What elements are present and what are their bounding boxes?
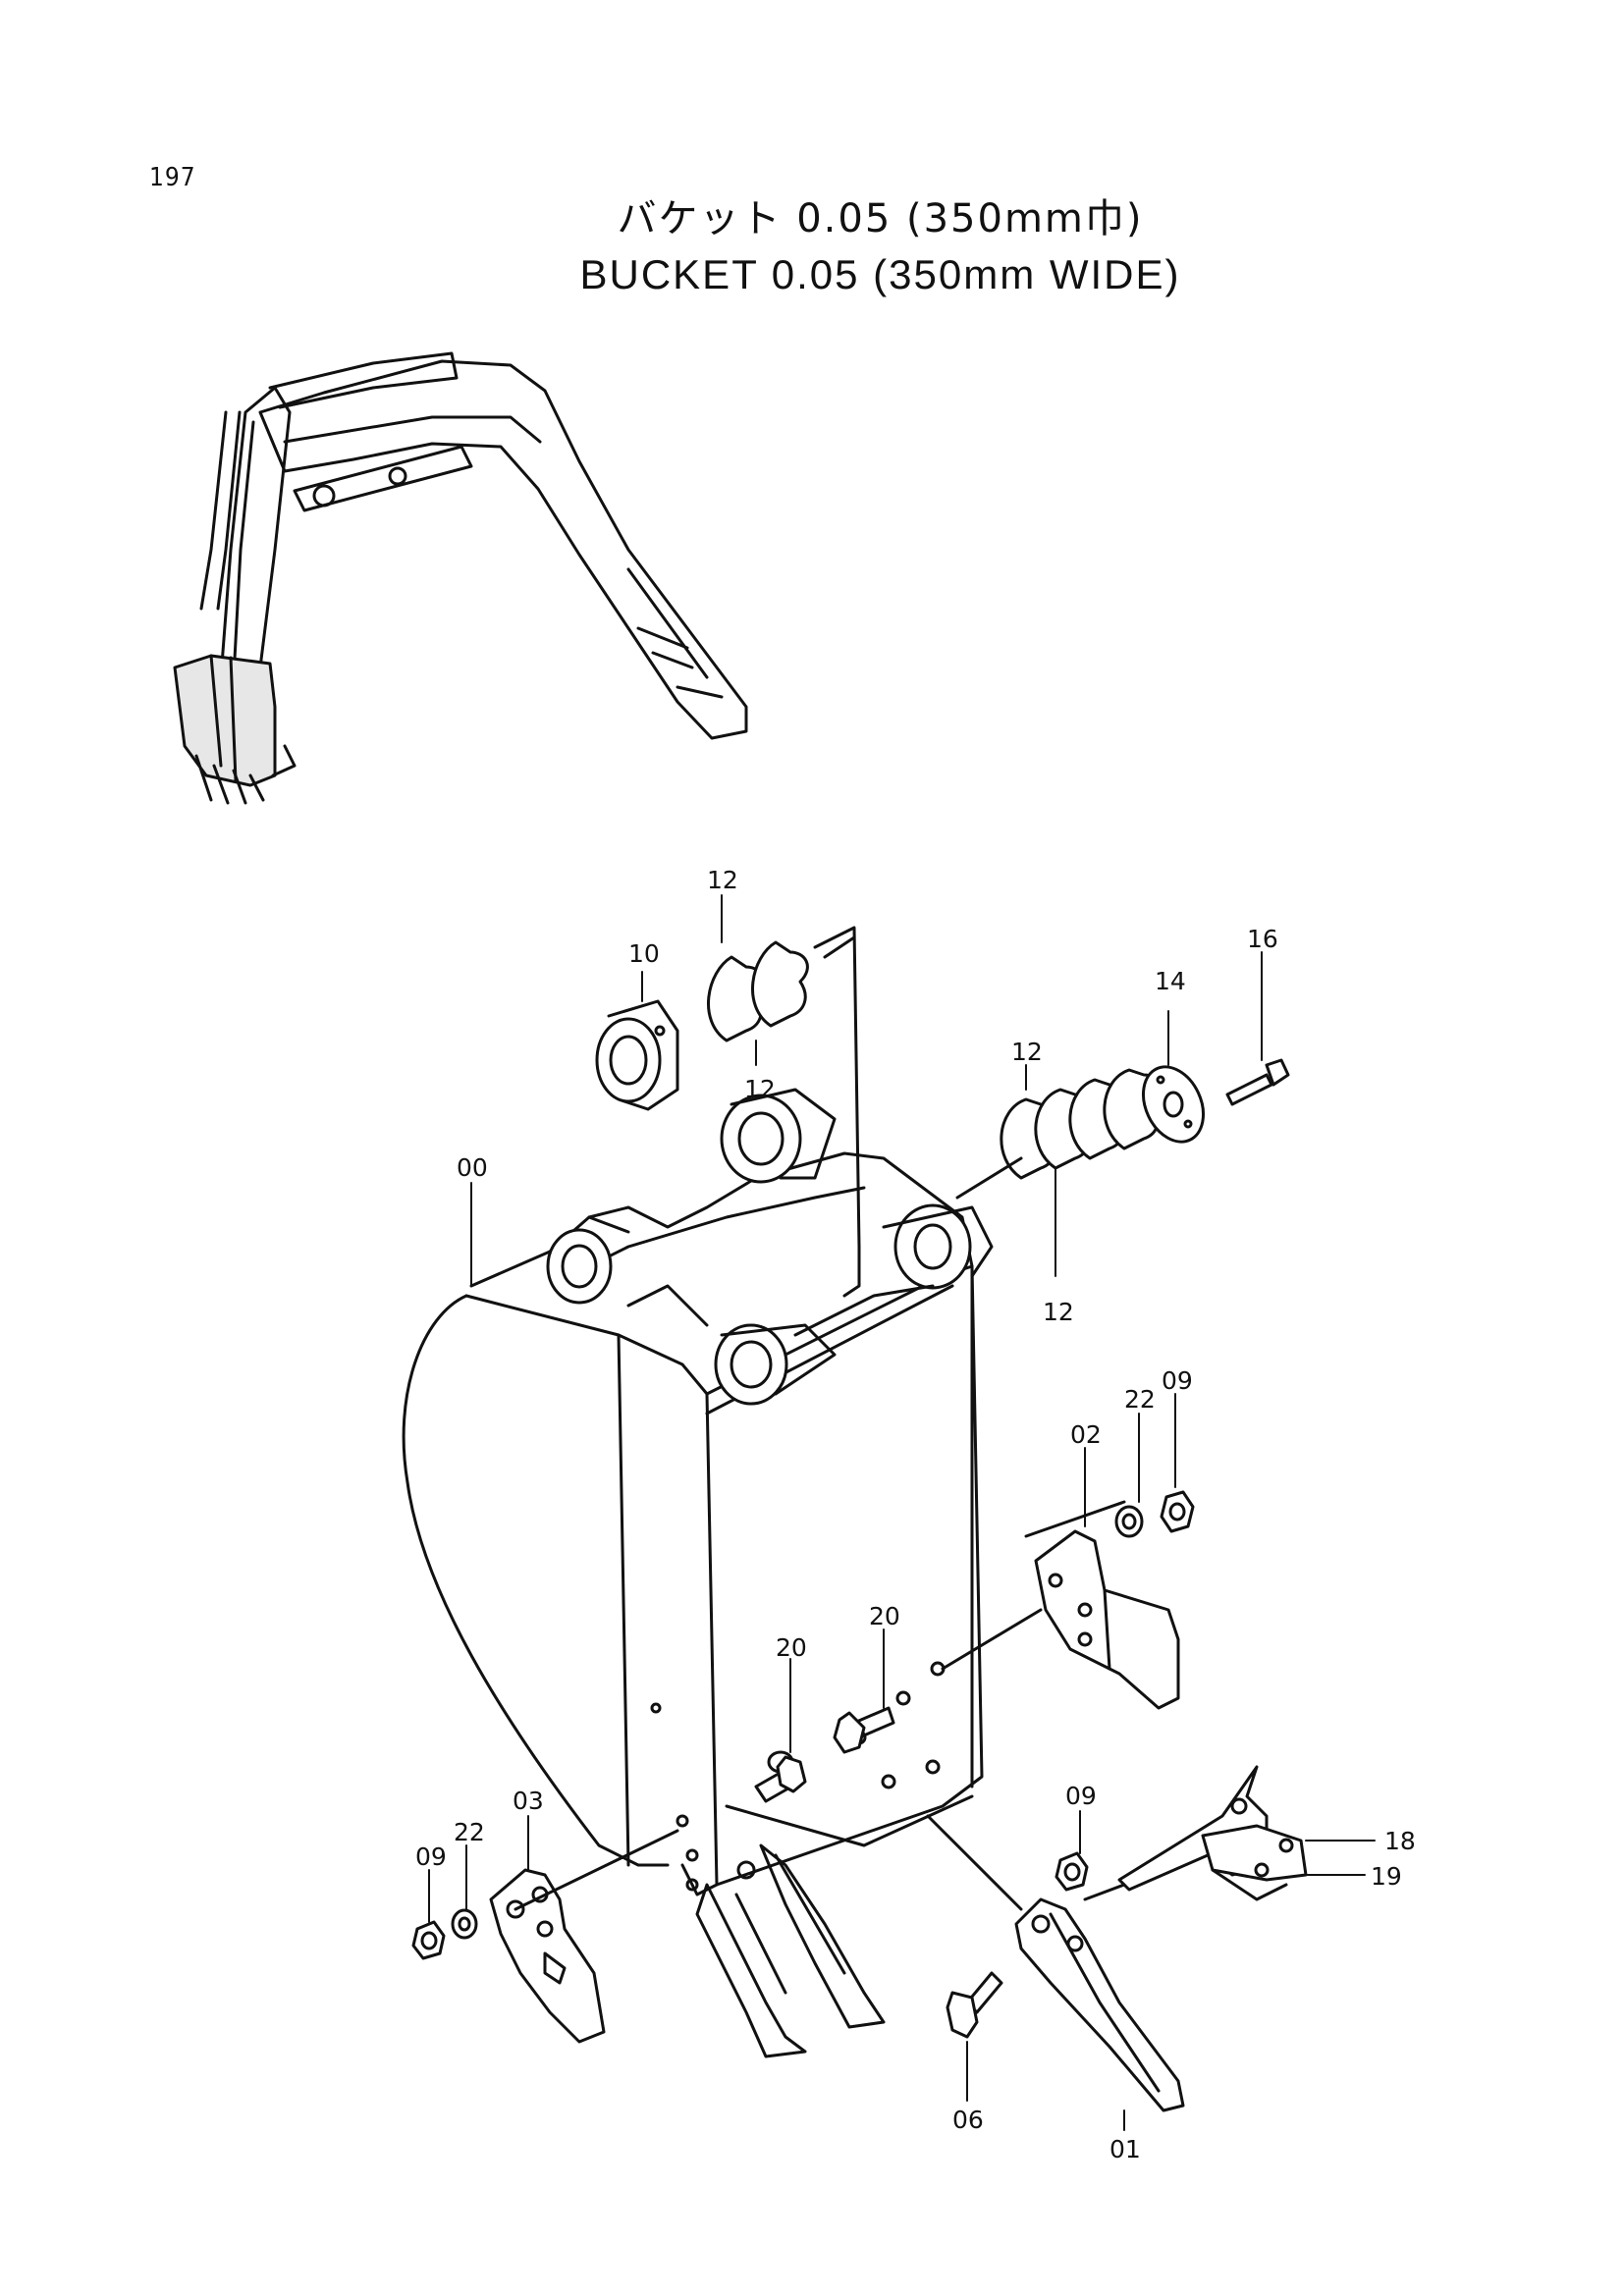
callout-10: 10 [628,939,660,968]
part-22-washer-right [1114,1505,1144,1538]
callout-20-upper: 20 [869,1602,900,1630]
callout-18: 18 [1384,1827,1416,1855]
page-number: 197 [149,163,196,192]
callout-00: 00 [457,1153,488,1182]
callout-09-left: 09 [415,1842,447,1871]
part-14-plate [1142,1065,1205,1144]
callout-labels: 00 10 12 12 12 12 14 16 02 22 09 20 20 0… [415,866,1416,2163]
part-09-nut-tooth [1055,1851,1089,1892]
part-02-side-cutter [1034,1529,1180,1710]
part-12-shims-upper [707,940,809,1042]
part-06-pin [946,1971,1003,2039]
title-japanese: バケット 0.05 (350mm巾) [617,196,1144,241]
callout-22-right: 22 [1124,1385,1156,1414]
part-09-nut-left [411,1920,446,1960]
callout-12-mid: 12 [744,1075,776,1103]
title-english: BUCKET 0.05 (350mm WIDE) [579,251,1181,297]
callout-09-tooth: 09 [1065,1782,1097,1810]
callout-06: 06 [952,2106,984,2134]
part-20-bolt-upper [833,1706,895,1754]
part-01-tooth [1014,1897,1185,2112]
callout-09-right: 09 [1162,1366,1193,1395]
excavator-arm-overview [173,351,748,805]
bucket-teeth [695,1750,886,2058]
part-09-nut-right [1160,1490,1195,1533]
part-10-bushing [595,999,679,1111]
callout-14: 14 [1155,967,1186,995]
callout-12-top: 12 [707,866,738,894]
bucket-body [402,1088,994,1896]
callout-12-lower: 12 [1043,1298,1074,1326]
callout-19: 19 [1371,1862,1402,1891]
callout-22-left: 22 [454,1818,485,1846]
part-12-shims-lower [955,1068,1163,1200]
callout-16: 16 [1247,925,1278,953]
callout-03: 03 [513,1787,544,1815]
callout-02: 02 [1070,1420,1102,1449]
callout-leaders [428,894,1376,2131]
callout-20-lower: 20 [776,1633,807,1662]
callout-12-right: 12 [1011,1038,1043,1066]
page-title: バケット 0.05 (350mm巾) BUCKET 0.05 (350mm WI… [0,192,1623,304]
part-18-19-adapter [1117,1765,1308,1901]
part-16-bolt [1225,1058,1290,1106]
part-03-side-cutter [489,1868,606,2044]
part-20-bolt-lower [754,1755,807,1803]
callout-01: 01 [1109,2135,1141,2163]
part-22-washer-left [451,1908,478,1940]
